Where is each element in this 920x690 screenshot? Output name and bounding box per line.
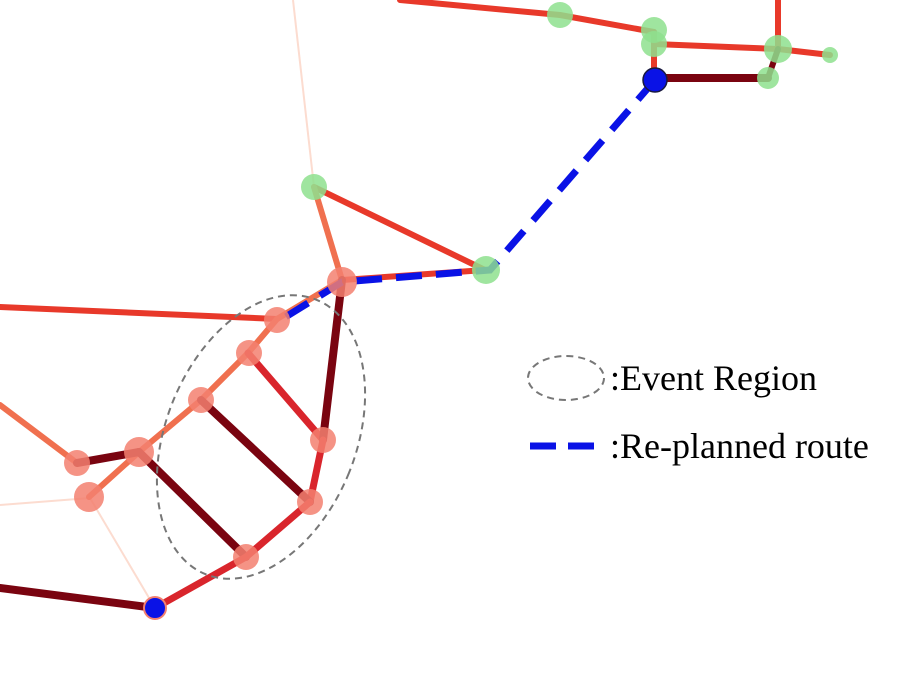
legend-event-region-label: :Event Region — [610, 358, 817, 398]
road-segment — [242, 498, 314, 561]
red-node — [264, 307, 290, 333]
green-node — [301, 174, 327, 200]
road-segment — [0, 402, 80, 466]
road-segment — [244, 349, 327, 444]
red-node — [236, 340, 262, 366]
event-region — [155, 294, 367, 580]
red-node — [233, 544, 259, 570]
red-node — [188, 387, 214, 413]
road-segment — [311, 184, 345, 283]
green-node — [757, 67, 779, 89]
replanned-route — [277, 77, 658, 324]
red-node — [74, 482, 104, 512]
red-nodes — [64, 267, 357, 570]
route-endpoint-start — [642, 67, 668, 93]
legend-event-region-symbol — [527, 355, 605, 401]
green-nodes — [301, 2, 838, 284]
road-segment — [0, 584, 159, 612]
red-node — [64, 450, 90, 476]
green-node — [764, 35, 792, 63]
road-segment — [197, 396, 314, 506]
road-segment — [135, 448, 250, 561]
green-node — [472, 256, 500, 284]
legend-replanned-route-label: :Re-planned route — [610, 426, 869, 466]
road-segment — [651, 41, 781, 52]
red-node — [310, 427, 336, 453]
faint-roads — [0, 0, 315, 609]
red-node — [327, 267, 357, 297]
green-node — [547, 2, 573, 28]
red-node — [124, 437, 154, 467]
green-node — [641, 31, 667, 57]
road-segment — [311, 184, 488, 273]
road-segments — [0, 0, 833, 612]
road-segment — [397, 0, 563, 18]
road-segment — [319, 276, 346, 444]
road-segment — [0, 304, 280, 322]
green-node — [822, 47, 838, 63]
red-node — [297, 489, 323, 515]
road-segment — [151, 553, 250, 612]
route-endpoint-end — [143, 596, 167, 620]
road-segment — [557, 12, 657, 35]
